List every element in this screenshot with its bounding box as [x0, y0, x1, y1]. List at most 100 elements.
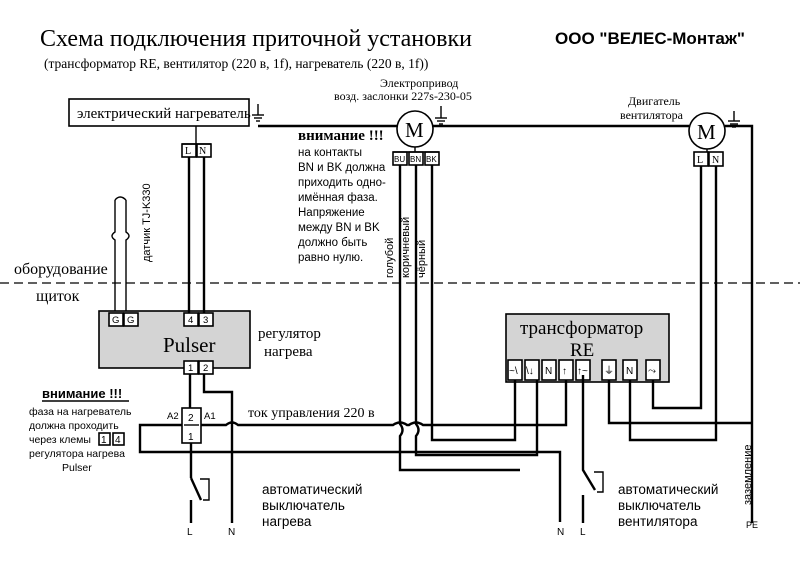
fan-motor-label: M — [697, 120, 716, 144]
actuator-model: возд. заслонки 227s-230-05 — [334, 89, 472, 103]
pulser-terminal-label: 2 — [203, 363, 208, 374]
pulser-terminal-label: 4 — [188, 315, 193, 326]
wire-color-brown: коричневый — [400, 217, 412, 278]
wire-color-blue: голубой — [384, 238, 396, 278]
fan-l-wire — [651, 166, 703, 410]
actuator-title: Электропривод — [380, 76, 458, 90]
pulser-terminal-g1 — [108, 312, 124, 327]
relay-return-wire — [138, 423, 562, 522]
diagram-title: Схема подключения приточной установки — [40, 26, 472, 52]
warning-phase-line: приходить одно- — [298, 177, 386, 189]
actuator-terminal-bk-label: BK — [426, 155, 437, 164]
breaker-fan-terminal-n: N — [557, 527, 564, 538]
relay-pin-label: 2 — [188, 413, 194, 424]
warning-heater-line: через клемы — [29, 434, 91, 446]
zone-equipment-label: оборудование — [14, 261, 108, 278]
transformer-terminal-label: \↓ — [526, 366, 534, 377]
transformer-terminal-label: ↑ — [562, 366, 567, 377]
actuator-terminal-bu-label: BU — [394, 155, 405, 164]
warning-terminal-box-4-label: 4 — [115, 435, 121, 446]
wire-color-black: чёрный — [416, 240, 428, 278]
heater-terminal-n-label: N — [199, 146, 206, 157]
zone-panel-label: щиток — [36, 288, 80, 305]
ground-bus-wire — [258, 124, 754, 523]
fan-terminal-l-label: L — [697, 155, 703, 166]
heater-box — [68, 98, 250, 127]
sensor-probe-icon — [111, 200, 130, 312]
breaker-fan-terminal-l: L — [580, 527, 586, 538]
warning-terminal-box-1 — [98, 432, 111, 446]
breaker-fan-label: вентилятора — [618, 514, 698, 529]
pulser-label-line2: нагрева — [264, 344, 313, 360]
transformer-terminal-label: N — [545, 366, 552, 377]
pulser-terminal-label: G — [112, 315, 119, 326]
warning-phase-line: BN и BK должна — [298, 162, 386, 174]
relay-pin-label: 1 — [188, 432, 194, 443]
warning-phase-line: на контакты — [298, 147, 362, 159]
breaker-heat-label: выключатель — [262, 498, 345, 513]
diagram-subtitle: (трансформатор RE, вентилятор (220 в, 1f… — [44, 56, 428, 71]
pulser-name: Pulser — [163, 333, 216, 357]
transformer-terminal — [524, 359, 540, 381]
pulser-terminal-g2 — [123, 312, 139, 327]
warning-heater-line: должна проходить — [29, 420, 119, 432]
pulser-terminal-label: G — [127, 315, 134, 326]
pulser-relay-wires — [188, 374, 234, 523]
pulser-label-line1: регулятор — [258, 326, 321, 342]
warning-phase-line: имённая фаза. — [298, 192, 378, 204]
fan-motor-title: Двигатель — [628, 94, 681, 108]
warning-heater-line: Pulser — [62, 462, 92, 474]
heater-pulser-wires — [187, 157, 206, 313]
heater-terminal-l-label: L — [185, 146, 191, 157]
breaker-fan-label: автоматический — [618, 482, 718, 497]
fan-terminal-n-label: N — [712, 155, 719, 166]
breaker-heat-icon — [189, 477, 203, 523]
ground-terminal-label: PE — [746, 520, 758, 530]
breaker-heat-label: нагрева — [262, 514, 312, 529]
warning-phase-line: равно нулю. — [298, 252, 363, 264]
transformer-terminal-label: N — [626, 366, 633, 377]
sensor-label: датчик TJ-K330 — [141, 183, 153, 262]
warning-terminal-box-1-label: 1 — [101, 435, 107, 446]
warning-phase-line: Напряжение — [298, 207, 365, 219]
warning-phase-title: внимание !!! — [298, 128, 384, 144]
warning-heater-line: фаза на нагреватель — [29, 406, 132, 418]
pulser-terminal-3 — [198, 312, 214, 327]
warning-terminal-box-4 — [112, 432, 125, 446]
relay-a1-label: A1 — [204, 411, 216, 422]
transformer-ground-wire — [607, 380, 752, 425]
ground-label: заземление — [742, 444, 754, 505]
fan-n-wire — [628, 166, 718, 442]
pulser-terminal-label: 1 — [188, 363, 193, 374]
transformer-terminal — [541, 359, 557, 381]
transformer-terminal-label: ⏚ — [604, 365, 614, 377]
actuator-bu-wire — [398, 165, 520, 472]
pulser-terminal-2 — [198, 360, 214, 375]
pulser-terminal-4 — [183, 312, 199, 327]
actuator-terminal-bn-label: BN — [410, 155, 421, 164]
breaker-heat-terminal-l: L — [187, 527, 193, 538]
warning-heater-title: внимание !!! — [42, 386, 122, 401]
warning-phase-line: должно быть — [298, 237, 367, 249]
fan-motor-subtitle: вентилятора — [620, 108, 684, 122]
warning-phase-line: между BN и BK — [298, 222, 380, 234]
transformer-terminal-label: ⤳ — [648, 366, 656, 377]
actuator-bn-wire — [414, 165, 539, 457]
heater-label: электрический нагреватель — [77, 106, 251, 122]
transformer-line1: трансформатор — [520, 318, 643, 339]
transformer-terminal-label: ~\ — [509, 366, 518, 377]
company-name: ООО "ВЕЛЕС-Монтаж" — [555, 29, 745, 48]
actuator-motor-label: M — [405, 118, 424, 142]
transformer-terminal-label: ↑~ — [577, 366, 588, 377]
actuator-bk-wire — [430, 165, 517, 442]
control-current-label: ток управления 220 в — [248, 406, 375, 421]
relay-a2-label: A2 — [167, 411, 179, 422]
breaker-fan-label: выключатель — [618, 498, 701, 513]
pulser-terminal-label: 3 — [203, 315, 208, 326]
breaker-heat-label: автоматический — [262, 482, 362, 497]
breaker-fan-icon — [581, 375, 597, 523]
warning-heater-line: регулятора нагрева — [29, 448, 125, 460]
transformer-line2: RE — [570, 340, 594, 361]
breaker-heat-terminal-n: N — [228, 527, 235, 538]
